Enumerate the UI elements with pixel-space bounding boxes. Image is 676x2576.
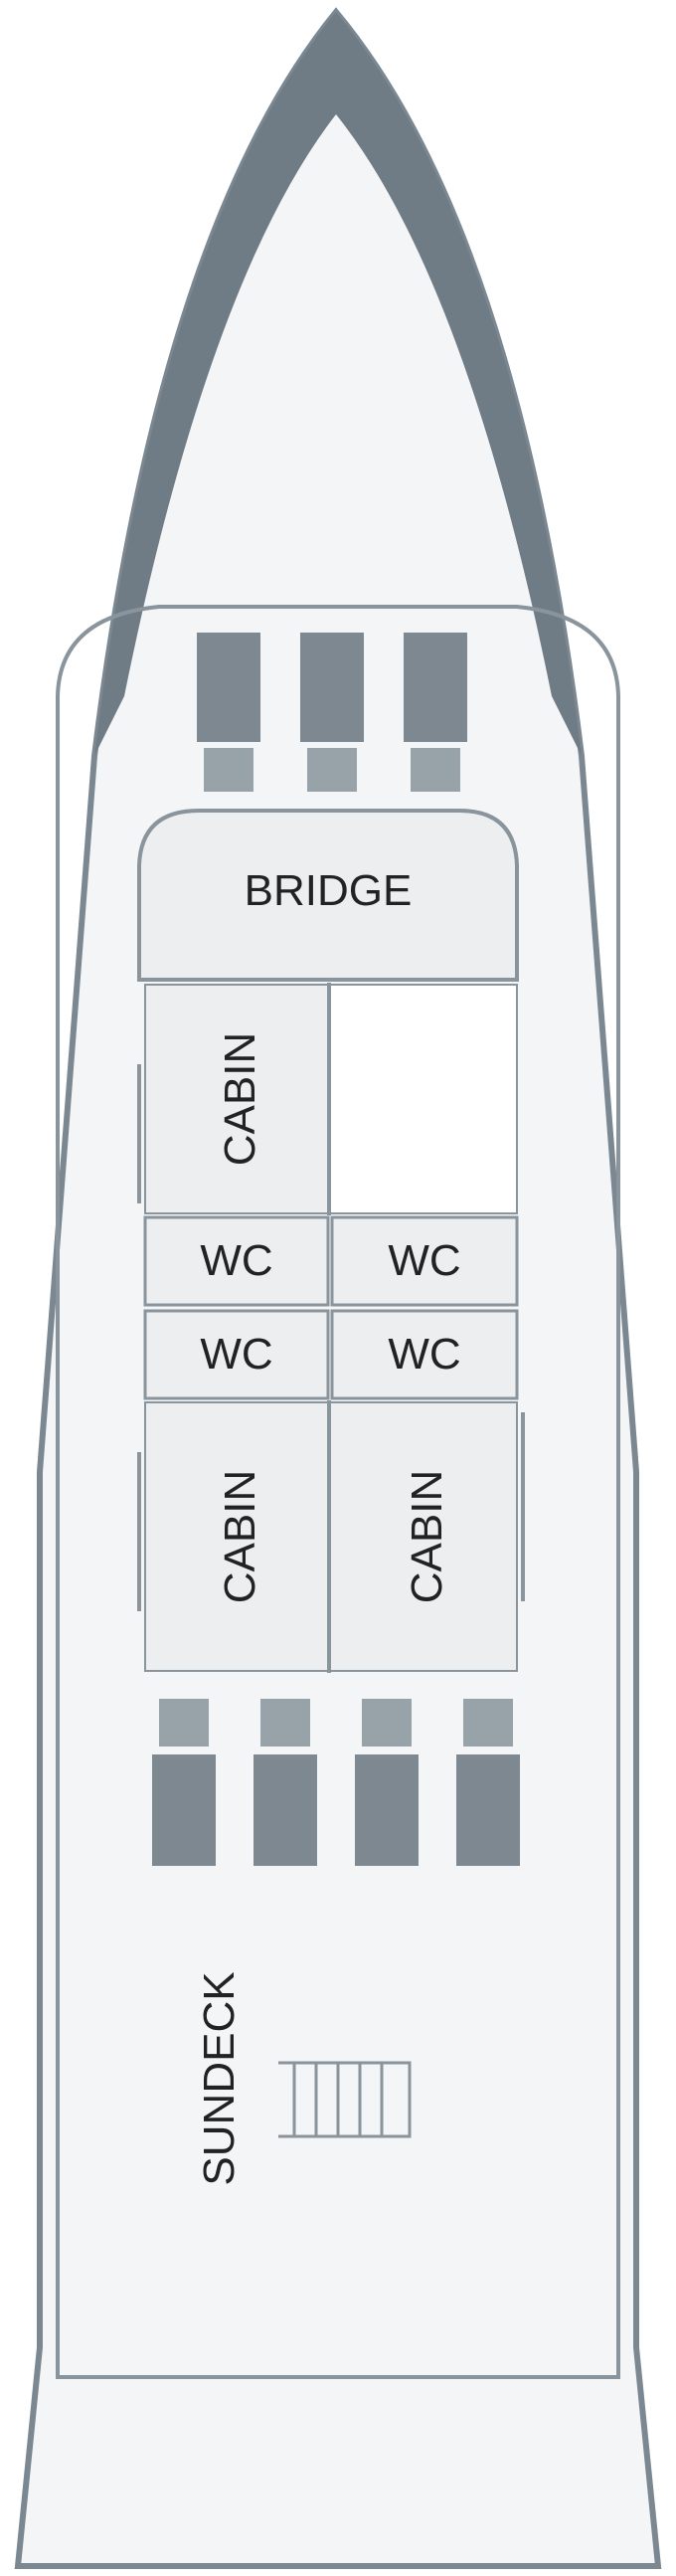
bow [94,12,582,756]
wc-bottom-left-label: WC [200,1330,272,1379]
wc-top-right-label: WC [388,1236,460,1285]
lounger [355,1754,419,1866]
lounger [254,1754,317,1866]
forward-loungers [197,633,467,792]
aft-loungers [152,1699,520,1866]
wc-bottom-right [330,1309,519,1400]
cabin-upper-left [144,984,329,1214]
lounger-headrest [411,748,460,792]
sundeck-label: SUNDECK [195,1971,244,2185]
wc-bottom-left [143,1309,330,1400]
lounger-headrest [204,748,254,792]
lounger-headrest [260,1699,310,1747]
lounger [300,633,364,742]
lounger [456,1754,520,1866]
lounger [152,1754,216,1866]
lounger-headrest [362,1699,412,1747]
bridge [137,809,519,982]
deckhouse-outline [56,605,620,2377]
cabin-lower-right-label: CABIN [403,1470,451,1603]
wc-top-right [330,1215,519,1307]
stairs-icon [278,2061,412,2138]
cabin-lower-left [144,1401,329,1672]
wc-top-left-label: WC [200,1236,272,1285]
wc-bottom-right-label: WC [388,1330,460,1379]
wc-top-left [143,1215,330,1307]
bridge-label: BRIDGE [245,866,413,915]
cabin-lower-left-label: CABIN [216,1470,264,1603]
lounger [404,633,467,742]
cabin-upper-left-label: CABIN [216,1032,264,1166]
cabin-upper-right [329,984,518,1214]
lounger-headrest [307,748,357,792]
lounger-headrest [159,1699,209,1747]
lounger [197,633,260,742]
cabin-lower-right [329,1401,518,1672]
lounger-headrest [463,1699,513,1747]
